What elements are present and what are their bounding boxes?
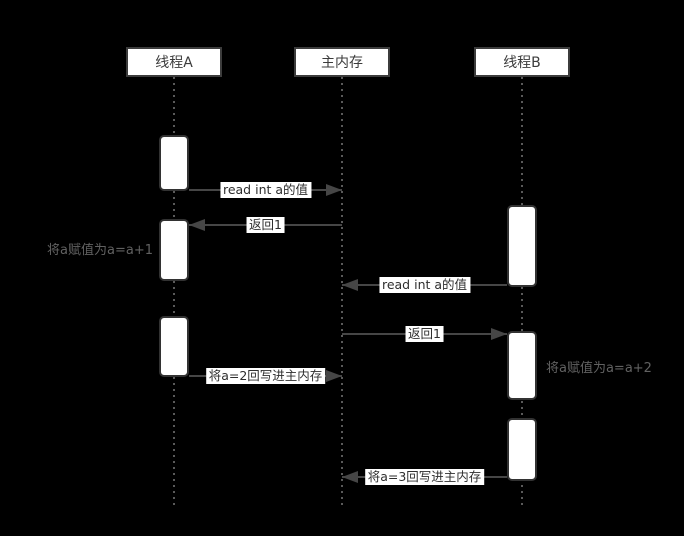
activation-thread-a-1 bbox=[159, 135, 189, 191]
message-label: 返回1 bbox=[246, 217, 285, 233]
arrowhead-right-icon bbox=[326, 184, 342, 196]
arrowhead-right-icon bbox=[491, 328, 507, 340]
lifeline-head-thread-a: 线程A bbox=[126, 47, 222, 77]
arrowhead-left-icon bbox=[189, 219, 205, 231]
activation-thread-b-2 bbox=[507, 331, 537, 400]
lifeline-head-thread-b: 线程B bbox=[474, 47, 570, 77]
message-return-1-to-thread-a: 返回1 bbox=[189, 217, 342, 233]
arrowhead-right-icon bbox=[326, 370, 342, 382]
message-label: read int a的值 bbox=[378, 277, 471, 293]
note-thread-b-assign: 将a赋值为a=a+2 bbox=[546, 361, 652, 376]
activation-thread-b-3 bbox=[507, 418, 537, 481]
message-read-int-a-from-thread-a: read int a的值 bbox=[189, 182, 342, 198]
arrowhead-left-icon bbox=[342, 279, 358, 291]
lifeline-thread-b bbox=[521, 77, 523, 506]
activation-thread-a-3 bbox=[159, 316, 189, 377]
message-label: 将a=3回写进主内存 bbox=[364, 469, 485, 485]
message-label: 将a=2回写进主内存 bbox=[205, 368, 326, 384]
lifeline-head-main-memory: 主内存 bbox=[294, 47, 390, 77]
message-writeback-a3: 将a=3回写进主内存 bbox=[342, 469, 507, 485]
lifeline-main-memory bbox=[341, 77, 343, 506]
message-label: 返回1 bbox=[405, 326, 444, 342]
lifeline-thread-a bbox=[173, 77, 175, 506]
note-thread-a-assign: 将a赋值为a=a+1 bbox=[47, 243, 153, 258]
message-writeback-a2: 将a=2回写进主内存 bbox=[189, 368, 342, 384]
activation-thread-a-2 bbox=[159, 219, 189, 281]
message-read-int-a-from-thread-b: read int a的值 bbox=[342, 277, 507, 293]
arrowhead-left-icon bbox=[342, 471, 358, 483]
activation-thread-b-1 bbox=[507, 205, 537, 287]
message-label: read int a的值 bbox=[219, 182, 312, 198]
message-return-1-to-thread-b: 返回1 bbox=[342, 326, 507, 342]
